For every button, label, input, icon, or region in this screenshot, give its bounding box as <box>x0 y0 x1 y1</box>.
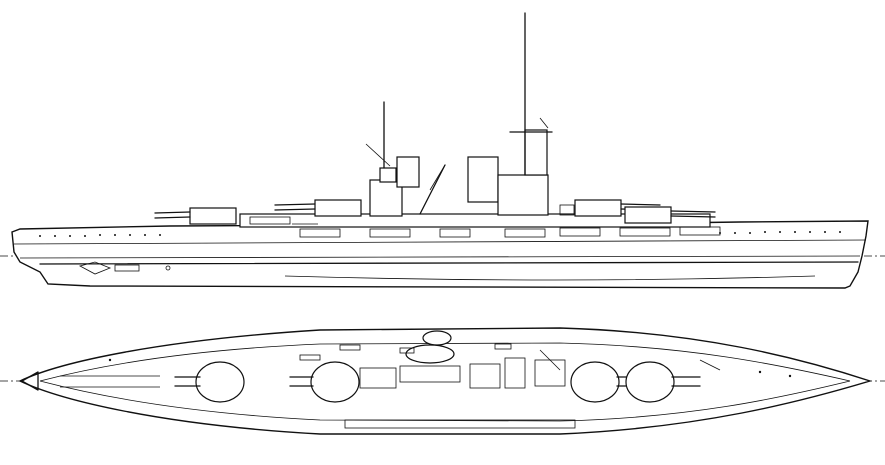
side-turret-b <box>274 199 362 217</box>
forward-superstructure <box>365 101 446 217</box>
plan-boats <box>299 343 576 429</box>
plan-turret-2 <box>289 361 360 403</box>
stern-gear <box>78 261 171 275</box>
plan-hull <box>18 327 873 435</box>
plan-forward-funnel <box>422 330 452 346</box>
deck-edge-lower <box>39 380 851 422</box>
superstructure-deck <box>239 213 711 228</box>
plan-view <box>0 327 885 435</box>
plan-aft-funnel <box>405 344 455 364</box>
plan-turret-4 <box>625 361 701 403</box>
deck-edge-upper <box>39 342 851 382</box>
belt-line <box>13 239 867 245</box>
bow-point <box>21 371 39 391</box>
plan-funnels <box>405 330 455 364</box>
forward-funnel <box>396 156 420 188</box>
armor-line <box>19 255 861 259</box>
plan-superstructure <box>359 349 566 389</box>
lower-belt-line <box>39 261 859 265</box>
crane <box>419 164 446 215</box>
plan-turret-1 <box>174 361 245 403</box>
aft-funnel <box>467 156 499 203</box>
side-profile-view <box>0 12 885 289</box>
casemates <box>299 226 721 238</box>
deck-fittings <box>249 204 575 225</box>
bilge-keel <box>284 275 816 281</box>
aft-superstructure <box>467 12 553 216</box>
plan-fittings <box>60 358 792 388</box>
side-turret-a <box>154 207 237 225</box>
portholes <box>39 231 841 237</box>
side-turret-d <box>624 206 716 224</box>
